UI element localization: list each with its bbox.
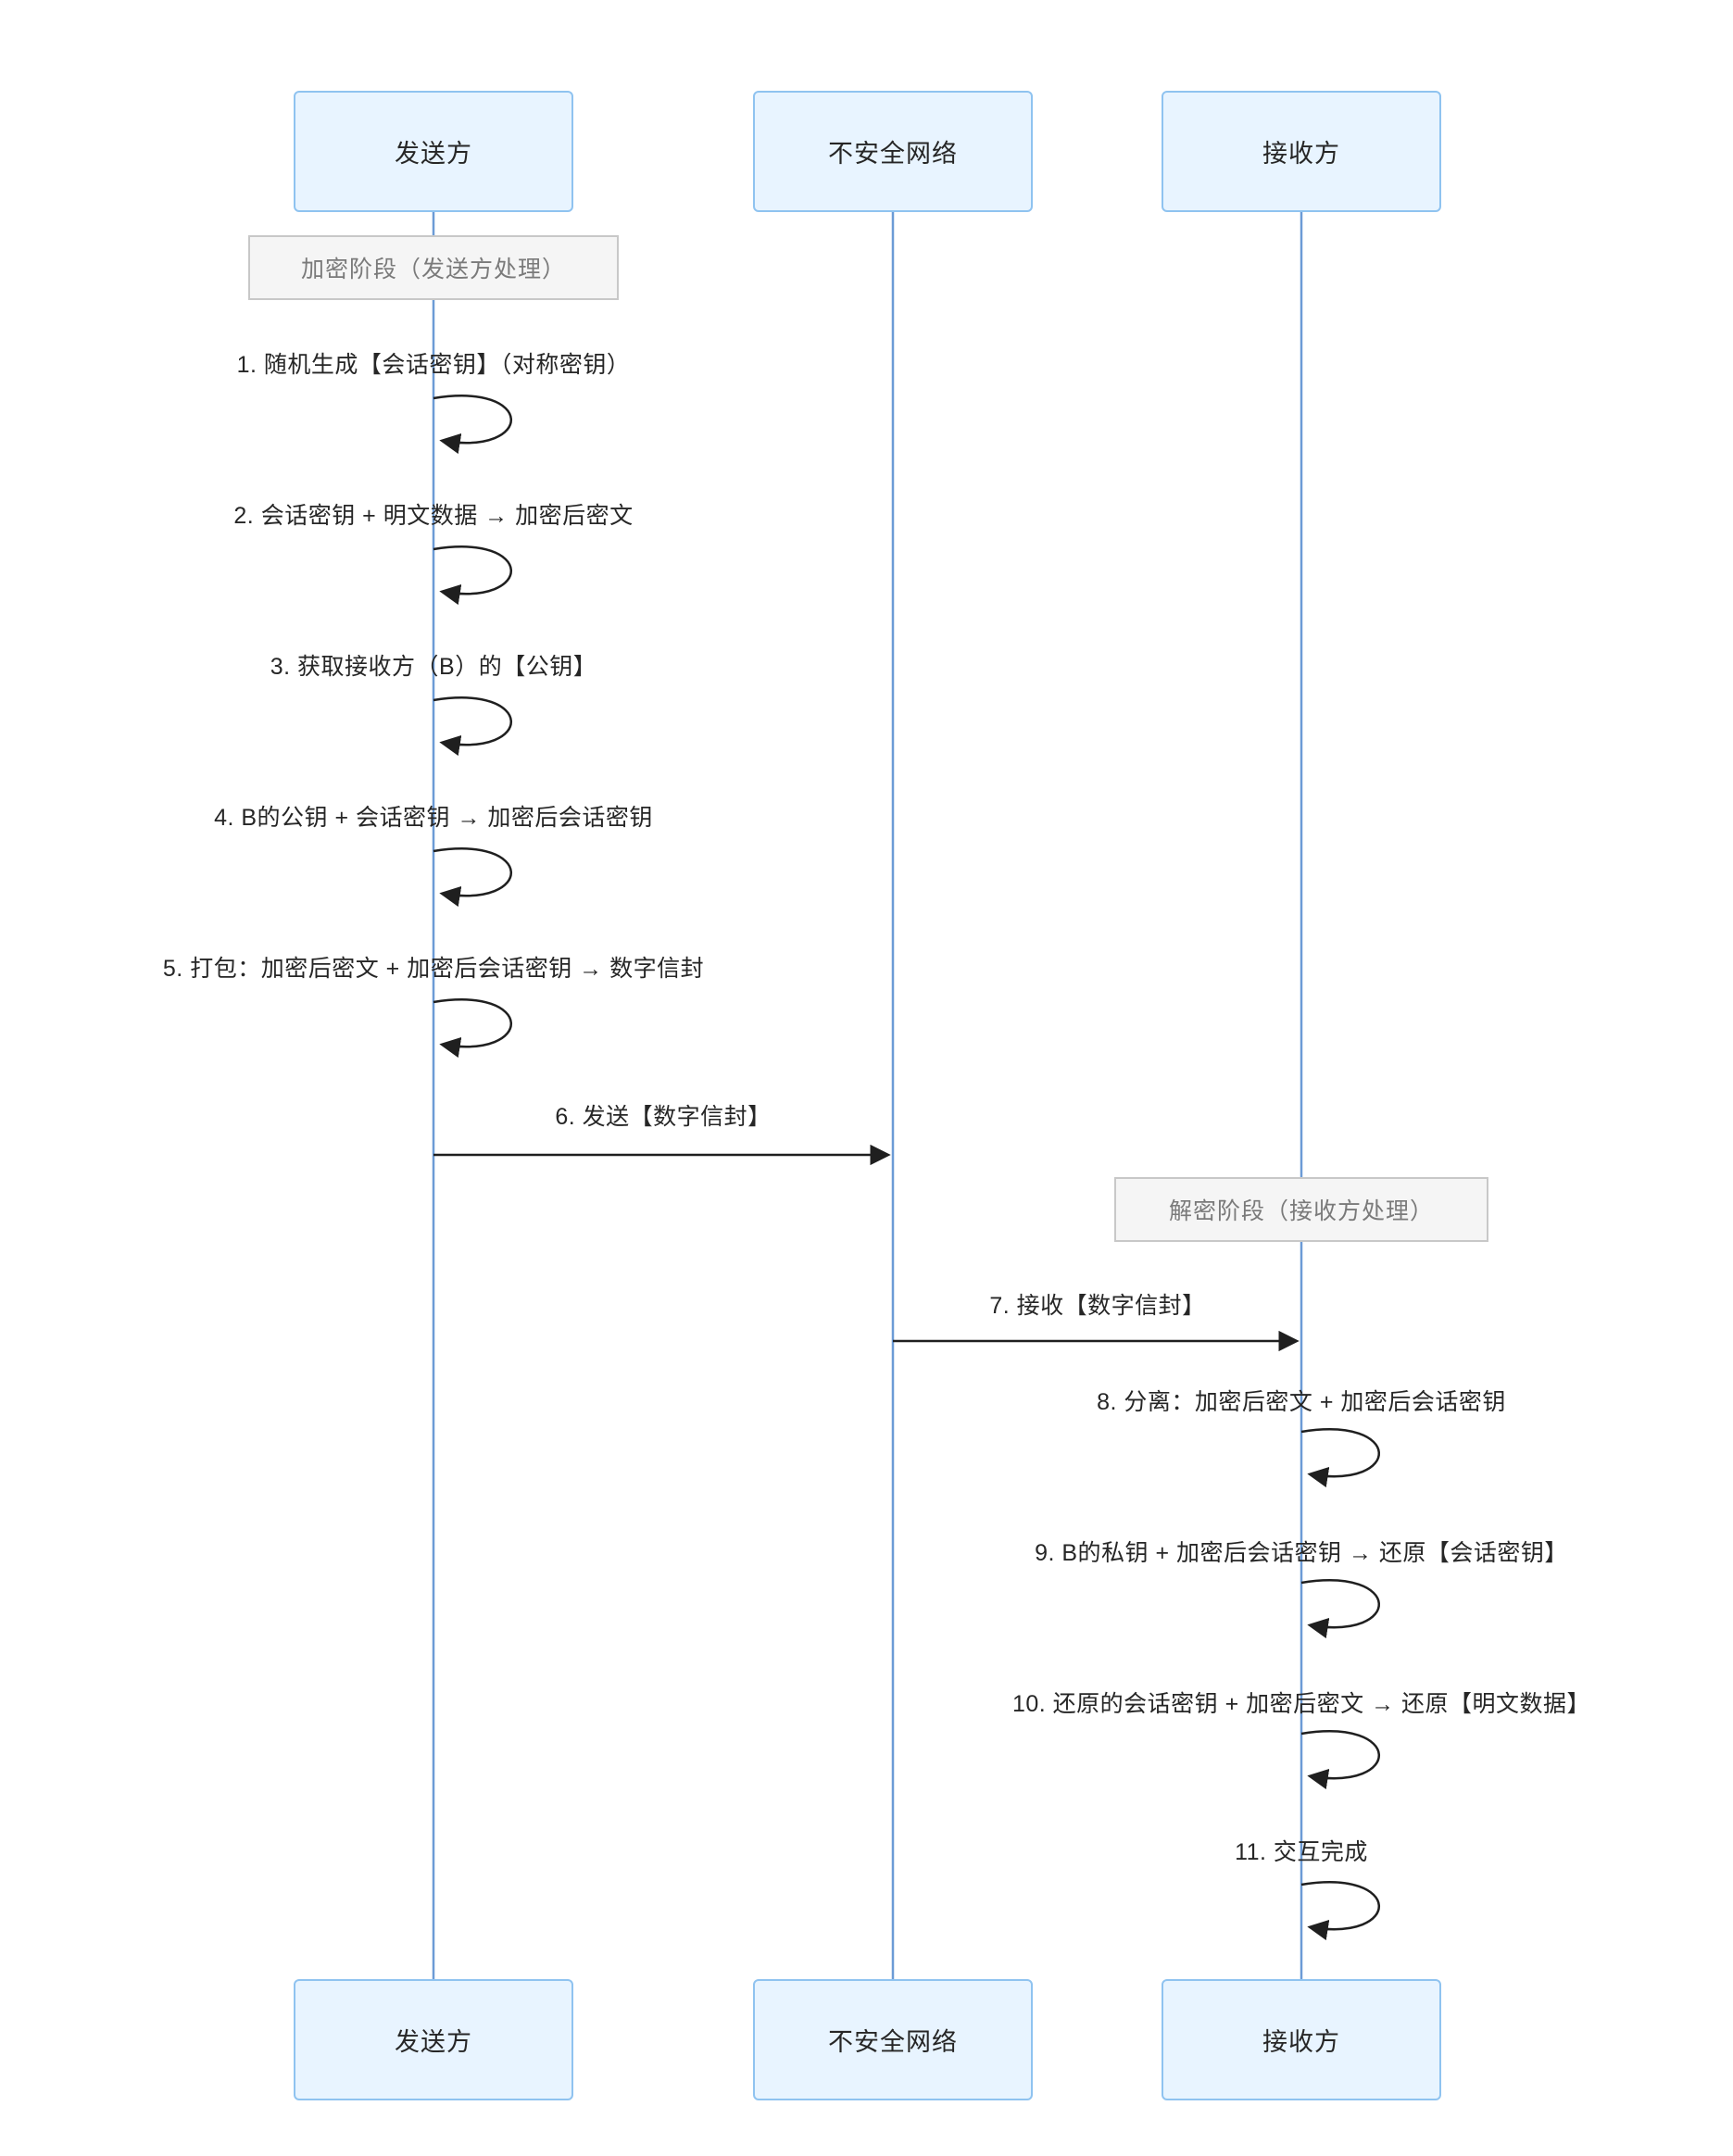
message-label-7: 7. 接收【数字信封】 <box>989 1293 1206 1319</box>
actor-box-network-bottom: 不安全网络 <box>753 1979 1033 2100</box>
self-loop-2 <box>433 545 512 606</box>
note-encrypt-phase: 加密阶段（发送方处理） <box>248 235 619 300</box>
actor-box-network-top: 不安全网络 <box>753 91 1033 212</box>
note-decrypt-phase: 解密阶段（接收方处理） <box>1114 1177 1488 1242</box>
self-loop-5 <box>433 998 512 1059</box>
message-label-10: 10. 还原的会话密钥 + 加密后密文 → 还原【明文数据】 <box>1011 1691 1591 1717</box>
message-label-9: 9. B的私钥 + 加密后会话密钥 → 还原【会话密钥】 <box>1035 1540 1568 1566</box>
self-loop-4 <box>433 847 512 908</box>
actor-box-receiver-bottom: 接收方 <box>1162 1979 1441 2100</box>
actor-box-sender-top: 发送方 <box>294 91 573 212</box>
actor-box-receiver-top: 接收方 <box>1162 91 1441 212</box>
self-loop-9 <box>1300 1579 1380 1639</box>
self-loop-1 <box>433 395 512 455</box>
message-label-5: 5. 打包：加密后密文 + 加密后会话密钥 → 数字信封 <box>162 956 705 982</box>
message-label-6: 6. 发送【数字信封】 <box>555 1104 772 1130</box>
message-label-3: 3. 获取接收方（B）的【公钥】 <box>270 654 597 680</box>
message-label-8: 8. 分离：加密后密文 + 加密后会话密钥 <box>1097 1389 1506 1415</box>
self-loop-11 <box>1300 1881 1380 1941</box>
message-label-11: 11. 交互完成 <box>1235 1839 1368 1865</box>
message-label-1: 1. 随机生成【会话密钥】（对称密钥） <box>236 352 631 378</box>
actor-box-sender-bottom: 发送方 <box>294 1979 573 2100</box>
message-label-2: 2. 会话密钥 + 明文数据 → 加密后密文 <box>233 503 634 529</box>
self-loop-10 <box>1300 1730 1380 1790</box>
message-label-4: 4. B的公钥 + 会话密钥 → 加密后会话密钥 <box>214 805 653 831</box>
self-loop-8 <box>1300 1428 1380 1488</box>
self-loop-3 <box>433 696 512 757</box>
